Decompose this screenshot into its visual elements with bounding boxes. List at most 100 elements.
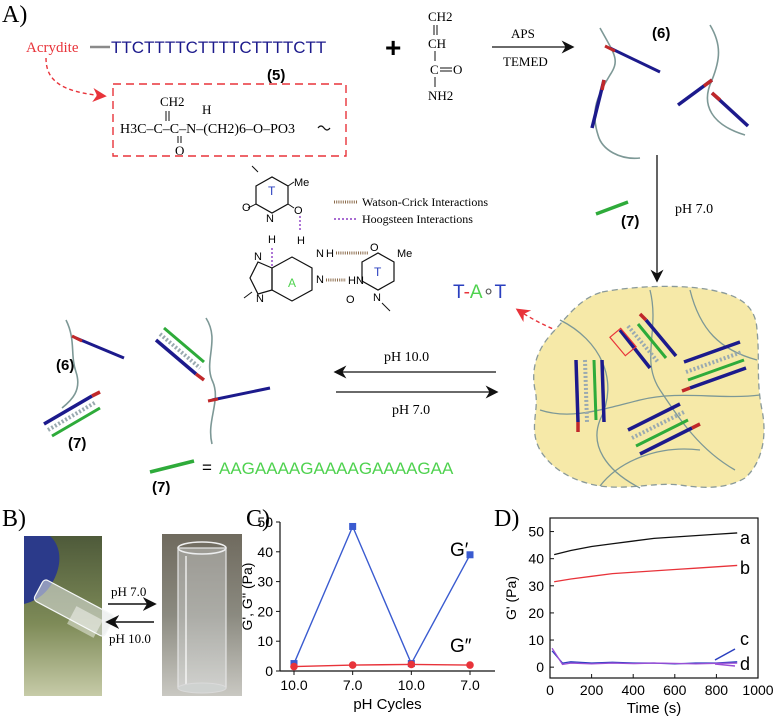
svg-text:O: O — [242, 202, 251, 214]
svg-text:N: N — [256, 293, 264, 305]
chart-c-series-line — [293, 663, 471, 668]
linker-box — [112, 83, 347, 157]
chart-d-label-arrow — [714, 648, 736, 661]
svg-text:O: O — [346, 294, 355, 306]
chart-c-y-tick-label: 10 — [257, 633, 273, 649]
triplex-structure: T Me N H O O A N H H N N N T O Me H N N … — [242, 165, 412, 312]
acrydite-arrow — [45, 57, 107, 102]
strand-7-glyph — [595, 200, 629, 216]
chart-d-x-tick-label: 400 — [622, 682, 646, 698]
chart-c-x-tick-label: 7.0 — [460, 677, 480, 693]
chart-d-series-label: a — [740, 528, 751, 548]
svg-text:N: N — [373, 292, 381, 304]
strand-5-grafted — [75, 336, 125, 360]
chart-c-y-tick-label: 50 — [257, 514, 273, 530]
monomer-ch: CH — [428, 36, 446, 51]
chart-c-y-tick-label: 30 — [257, 574, 273, 590]
chart-c-y-tick-label: 40 — [257, 544, 273, 560]
triplex-cluster — [609, 312, 678, 370]
svg-text:O: O — [294, 205, 303, 217]
chart-d-y-tick-label: 30 — [528, 578, 544, 594]
legend-hg-label: Hoogsteen Interactions — [362, 212, 473, 226]
monomer-ch2: CH2 — [428, 9, 453, 24]
chart-d-y-label: G' (Pa) — [503, 576, 519, 620]
chart-d-x-label: Time (s) — [627, 700, 681, 717]
reagent-aps: APS — [511, 26, 535, 41]
strand-7-sequence: AAGAAAAGAAAAGAAAAGAA — [219, 459, 454, 478]
reagent-temed: TEMED — [503, 54, 548, 69]
svg-text:N: N — [266, 213, 274, 225]
vial-photo-2 — [162, 534, 242, 696]
gloved-hand — [24, 536, 60, 604]
strand-5-grafted — [609, 46, 661, 74]
polymer-chain — [61, 319, 79, 409]
chart-c-point — [290, 662, 298, 671]
svg-text:H: H — [297, 235, 305, 247]
panel-label-b: B) — [2, 506, 26, 532]
chart-c-point — [466, 661, 474, 669]
chart-c-y-tick-label: 20 — [257, 603, 273, 619]
chart-d-y-tick-label: 50 — [528, 524, 544, 540]
chart-c-series-label: G″ — [450, 636, 472, 657]
chart-c-point — [349, 522, 357, 530]
chart-d-series-line — [551, 650, 738, 665]
plus-sign: + — [385, 32, 401, 63]
svg-text:N: N — [356, 275, 364, 287]
panel-label-d: D) — [494, 506, 519, 532]
chart-c-x-label: pH Cycles — [353, 696, 421, 713]
bottom-7-label: (7) — [152, 479, 170, 496]
svg-text:N: N — [254, 251, 262, 263]
panel-label-c: C) — [246, 506, 270, 532]
svg-text:H: H — [326, 248, 334, 260]
svg-text:H: H — [348, 275, 356, 287]
chart-d-label-arrow — [714, 663, 736, 667]
product-6-label: (6) — [652, 25, 670, 42]
ph10-label: pH 10.0 — [384, 350, 429, 365]
svg-text:N: N — [316, 248, 324, 260]
linker-ch2: CH2 — [160, 94, 185, 109]
svg-text:Me: Me — [294, 177, 309, 189]
monomer-c: C — [430, 62, 439, 77]
chart-d-y-tick-label: 0 — [536, 659, 544, 675]
chart-d-x-tick-label: 200 — [580, 682, 604, 698]
chart-c-series-label: G′ — [450, 540, 469, 561]
monomer-nh2: NH2 — [428, 88, 453, 103]
chart-d-series-line — [554, 532, 738, 556]
svg-text:H: H — [268, 234, 276, 246]
strand-7-glyph — [149, 459, 195, 474]
strand-7-equals: = — [202, 458, 212, 477]
ph7-label-b: pH 7.0 — [111, 584, 146, 599]
svg-text:O: O — [370, 242, 379, 254]
chart-d-y-tick-label: 40 — [528, 551, 544, 567]
base-t2-label: T — [374, 265, 382, 279]
linker-o: O — [175, 143, 184, 158]
triplex-cluster — [627, 402, 701, 456]
strand-5-number: (5) — [267, 67, 285, 84]
chart-d-series-label: b — [740, 558, 750, 578]
linker-wavy — [317, 125, 331, 131]
monomer-o: O — [453, 62, 462, 77]
acrydite-label: Acrydite — [26, 40, 79, 56]
chart-c-point — [466, 551, 474, 559]
chart-c-y-tick-label: 0 — [265, 663, 273, 679]
ph7-label: pH 7.0 — [392, 403, 430, 418]
panel-label-a: A) — [2, 2, 27, 28]
chart-d-series-label: d — [740, 654, 750, 674]
ph7-down-label: pH 7.0 — [675, 202, 713, 217]
chart-c-y-label: G', G'' (Pa) — [239, 563, 255, 631]
chart-d-y-tick-label: 20 — [528, 605, 544, 621]
base-t1-label: T — [268, 184, 276, 198]
hydrogel-network — [539, 289, 761, 489]
tat-label: T-A∘T — [453, 282, 506, 303]
linker-h: H — [202, 102, 211, 117]
hydrogel — [533, 285, 765, 488]
chart-d-x-tick-label: 0 — [546, 682, 554, 698]
chart-d-x-tick-label: 800 — [705, 682, 729, 698]
triplex-cluster — [681, 340, 747, 393]
strand-5-sequence: TTCTTTTCTTTTCTTTTCTT — [111, 38, 326, 57]
svg-text:N: N — [316, 274, 324, 286]
chart-c-series-line — [293, 524, 471, 666]
